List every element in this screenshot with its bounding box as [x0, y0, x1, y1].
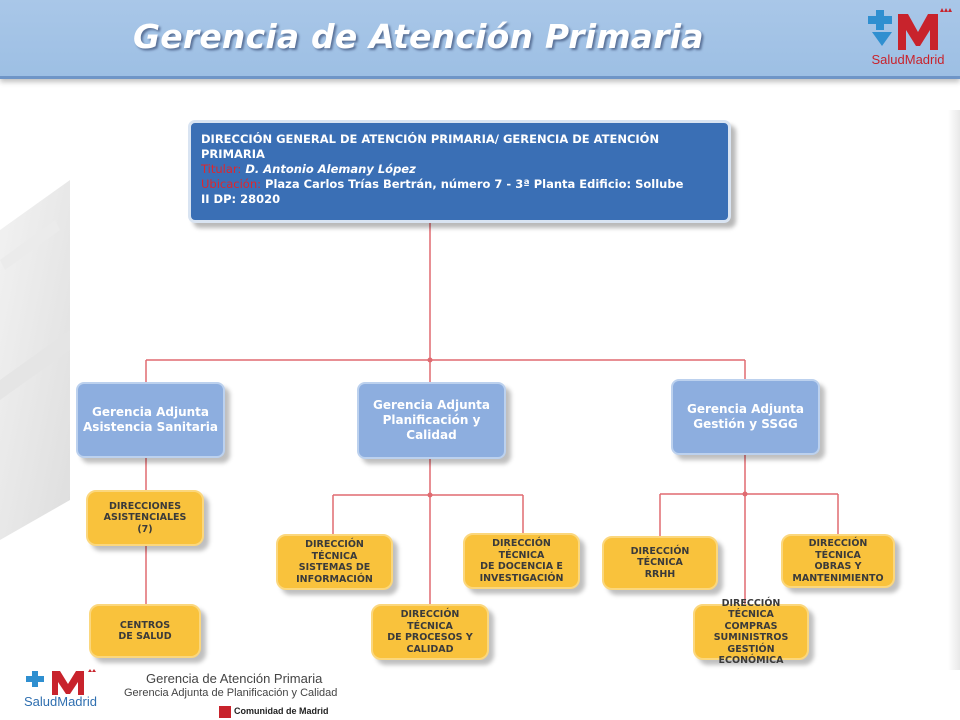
centros-salud-box: CENTROS DE SALUD [89, 604, 201, 658]
comunidad-madrid-text: Comunidad de Madrid [234, 706, 329, 716]
unit-line: DIRECCIÓN TÉCNICA [305, 539, 364, 562]
header-bar: Gerencia de Atención Primaria SaludMadri… [0, 0, 960, 79]
unit-line: INVESTIGACIÓN [479, 572, 564, 584]
gerencia-label: Gerencia Adjunta [373, 398, 490, 412]
unit-line: SISTEMAS DE [298, 562, 371, 573]
unit-line: RRHH [644, 568, 676, 580]
ubicacion-label: Ubicación: [201, 177, 261, 191]
saludmadrid-logo: SaludMadrid [862, 6, 954, 72]
gerencia-area: Asistencia Sanitaria [83, 420, 218, 434]
unit-line: GESTIÓN ECONÓMICA [718, 643, 784, 667]
dt-rrhh-box: DIRECCIÓN TÉCNICA RRHH [602, 536, 718, 590]
unit-line: CALIDAD [406, 643, 454, 655]
unit-line: DIRECCIONES [108, 500, 182, 512]
footer-gerencia-name: Gerencia de Atención Primaria [146, 671, 323, 686]
unit-line: OBRAS Y [814, 561, 862, 572]
unit-line: DIRECCIÓN TÉCNICA [808, 538, 868, 561]
codigo-postal: II DP: 28020 [201, 192, 281, 206]
titular-row: Titular: D. Antonio Alemany López [201, 162, 718, 177]
direccion-general-title-line2: PRIMARIA [201, 147, 265, 161]
unit-line: DE DOCENCIA E [480, 561, 563, 572]
dt-docencia-investigacion-box: DIRECCIÓN TÉCNICA DE DOCENCIA E INVESTIG… [463, 533, 580, 589]
footer-gerencia-adjunta: Gerencia Adjunta de Planificación y Cali… [124, 687, 338, 699]
footer-logo-text: SaludMadrid [24, 694, 97, 709]
unit-line: DIRECCIÓN TÉCNICA [630, 545, 690, 569]
ubicacion-value: Plaza Carlos Trías Bertrán, número 7 - 3… [265, 177, 684, 191]
footer-saludmadrid-logo: SaludMadrid [22, 668, 112, 710]
gerencia-gestion-ssgg: Gerencia Adjunta Gestión y SSGG [671, 379, 820, 455]
unit-line: MANTENIMIENTO [792, 572, 884, 584]
saludmadrid-logo-icon [868, 8, 952, 50]
unit-line: DE PROCESOS Y [387, 632, 473, 643]
gerencia-planificacion-calidad: Gerencia Adjunta Planificación y Calidad [357, 382, 506, 459]
direcciones-asistenciales-box: DIRECCIONES ASISTENCIALES (7) [86, 490, 204, 546]
dt-sistemas-informacion-box: DIRECCIÓN TÉCNICA SISTEMAS DE INFORMACIÓ… [276, 534, 393, 590]
unit-line: COMPRAS SUMINISTROS [713, 620, 789, 644]
background-edge [948, 110, 960, 670]
direccion-general-box: DIRECCIÓN GENERAL DE ATENCIÓN PRIMARIA/ … [188, 120, 731, 223]
background-decoration [0, 80, 70, 680]
direccion-general-title-line1: DIRECCIÓN GENERAL DE ATENCIÓN PRIMARIA/ … [201, 132, 660, 146]
saludmadrid-logo-text: SaludMadrid [871, 52, 945, 67]
unit-line: DIRECCIÓN TÉCNICA [492, 538, 551, 561]
unit-line: (7) [137, 523, 153, 535]
unit-line: DIRECCIÓN TÉCNICA [721, 597, 781, 621]
gerencia-asistencia-sanitaria: Gerencia Adjunta Asistencia Sanitaria [76, 382, 225, 458]
unit-line: DE SALUD [118, 631, 172, 642]
unit-line: ASISTENCIALES [103, 512, 187, 524]
dt-procesos-calidad-box: DIRECCIÓN TÉCNICA DE PROCESOS Y CALIDAD [371, 604, 489, 660]
unit-line: DIRECCIÓN TÉCNICA [400, 609, 460, 632]
titular-label: Titular: [201, 162, 242, 176]
gerencia-area: Gestión y SSGG [693, 417, 798, 431]
gerencia-label: Gerencia Adjunta [92, 405, 209, 419]
ubicacion-row: Ubicación: Plaza Carlos Trías Bertrán, n… [201, 177, 718, 192]
gerencia-label: Gerencia Adjunta [687, 402, 804, 416]
comunidad-madrid-flag-icon [219, 706, 231, 718]
page-title: Gerencia de Atención Primaria [133, 17, 704, 56]
footer-saludmadrid-logo-icon [26, 669, 96, 695]
gerencia-area: Planificación y Calidad [382, 413, 481, 442]
dt-obras-mantenimiento-box: DIRECCIÓN TÉCNICA OBRAS Y MANTENIMIENTO [781, 534, 895, 588]
dt-compras-suministros-box: DIRECCIÓN TÉCNICA COMPRAS SUMINISTROS GE… [693, 598, 809, 666]
titular-value: D. Antonio Alemany López [245, 162, 416, 176]
unit-line: CENTROS [119, 619, 171, 631]
unit-line: INFORMACIÓN [296, 573, 373, 585]
